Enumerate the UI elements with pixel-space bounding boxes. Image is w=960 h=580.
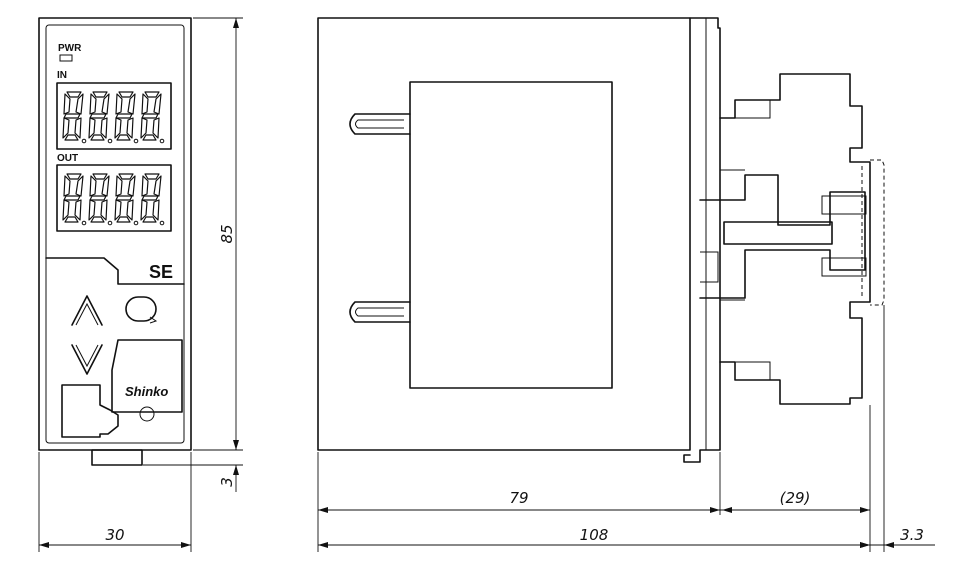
pwr-led: [59, 54, 73, 62]
in-display: [56, 82, 172, 150]
out-display: [56, 164, 172, 232]
din-socket: [719, 73, 871, 405]
terminal-tab: [91, 449, 143, 466]
mode-key[interactable]: [125, 296, 158, 324]
latch-bottom: [821, 257, 867, 277]
brand-logo: Shinko: [125, 384, 168, 399]
pwr-label: PWR: [58, 43, 82, 54]
seven-segment-digit: [88, 173, 113, 226]
side-rear-base: [683, 17, 721, 463]
seven-segment-digit: [88, 91, 113, 144]
side-clip-bottom: [349, 301, 411, 323]
in-label: IN: [57, 70, 67, 81]
side-clip-top: [349, 113, 411, 135]
rail-thickness-dim: 3.3: [900, 526, 924, 544]
out-label: OUT: [57, 153, 78, 164]
din-rail: [870, 159, 885, 306]
latch-bar: [723, 221, 833, 245]
model-label: SE: [149, 262, 173, 282]
front-view: PWR IN OUT SE Shinko: [38, 17, 192, 466]
total-depth-dim: 108: [580, 526, 609, 544]
chevron-up-icon: [71, 295, 103, 326]
seven-segment-digit: [62, 91, 87, 144]
down-key[interactable]: [71, 344, 103, 375]
terminal-offset-dim: 3: [218, 477, 236, 487]
side-dimensions: 79 (29) 108 3.3: [317, 305, 935, 552]
up-key[interactable]: [71, 295, 103, 326]
chevron-down-icon: [71, 344, 103, 375]
latch-top: [821, 195, 867, 215]
din-latch: [699, 174, 866, 299]
rail-clip-dim: (29): [780, 489, 811, 507]
indicator-hole: [139, 406, 155, 422]
side-label-window: [409, 81, 613, 389]
label-cover: [61, 384, 119, 438]
body-depth-dim: 79: [509, 489, 528, 507]
seven-segment-digit: [140, 91, 165, 144]
front-bezel-inner: [45, 24, 185, 444]
key-panel-divider: [45, 257, 185, 285]
seven-segment-digit: [114, 173, 139, 226]
front-height-dim: 85: [218, 224, 236, 243]
side-view: [317, 17, 885, 463]
seven-segment-digit: [114, 91, 139, 144]
seven-segment-digit: [62, 173, 87, 226]
cycle-icon: [125, 296, 157, 322]
logo-plate: [111, 339, 183, 413]
side-body: [317, 17, 691, 451]
seven-segment-digit: [140, 173, 165, 226]
front-width-dim: 30: [105, 526, 124, 544]
front-dimensions: 30 85 3: [38, 17, 243, 552]
